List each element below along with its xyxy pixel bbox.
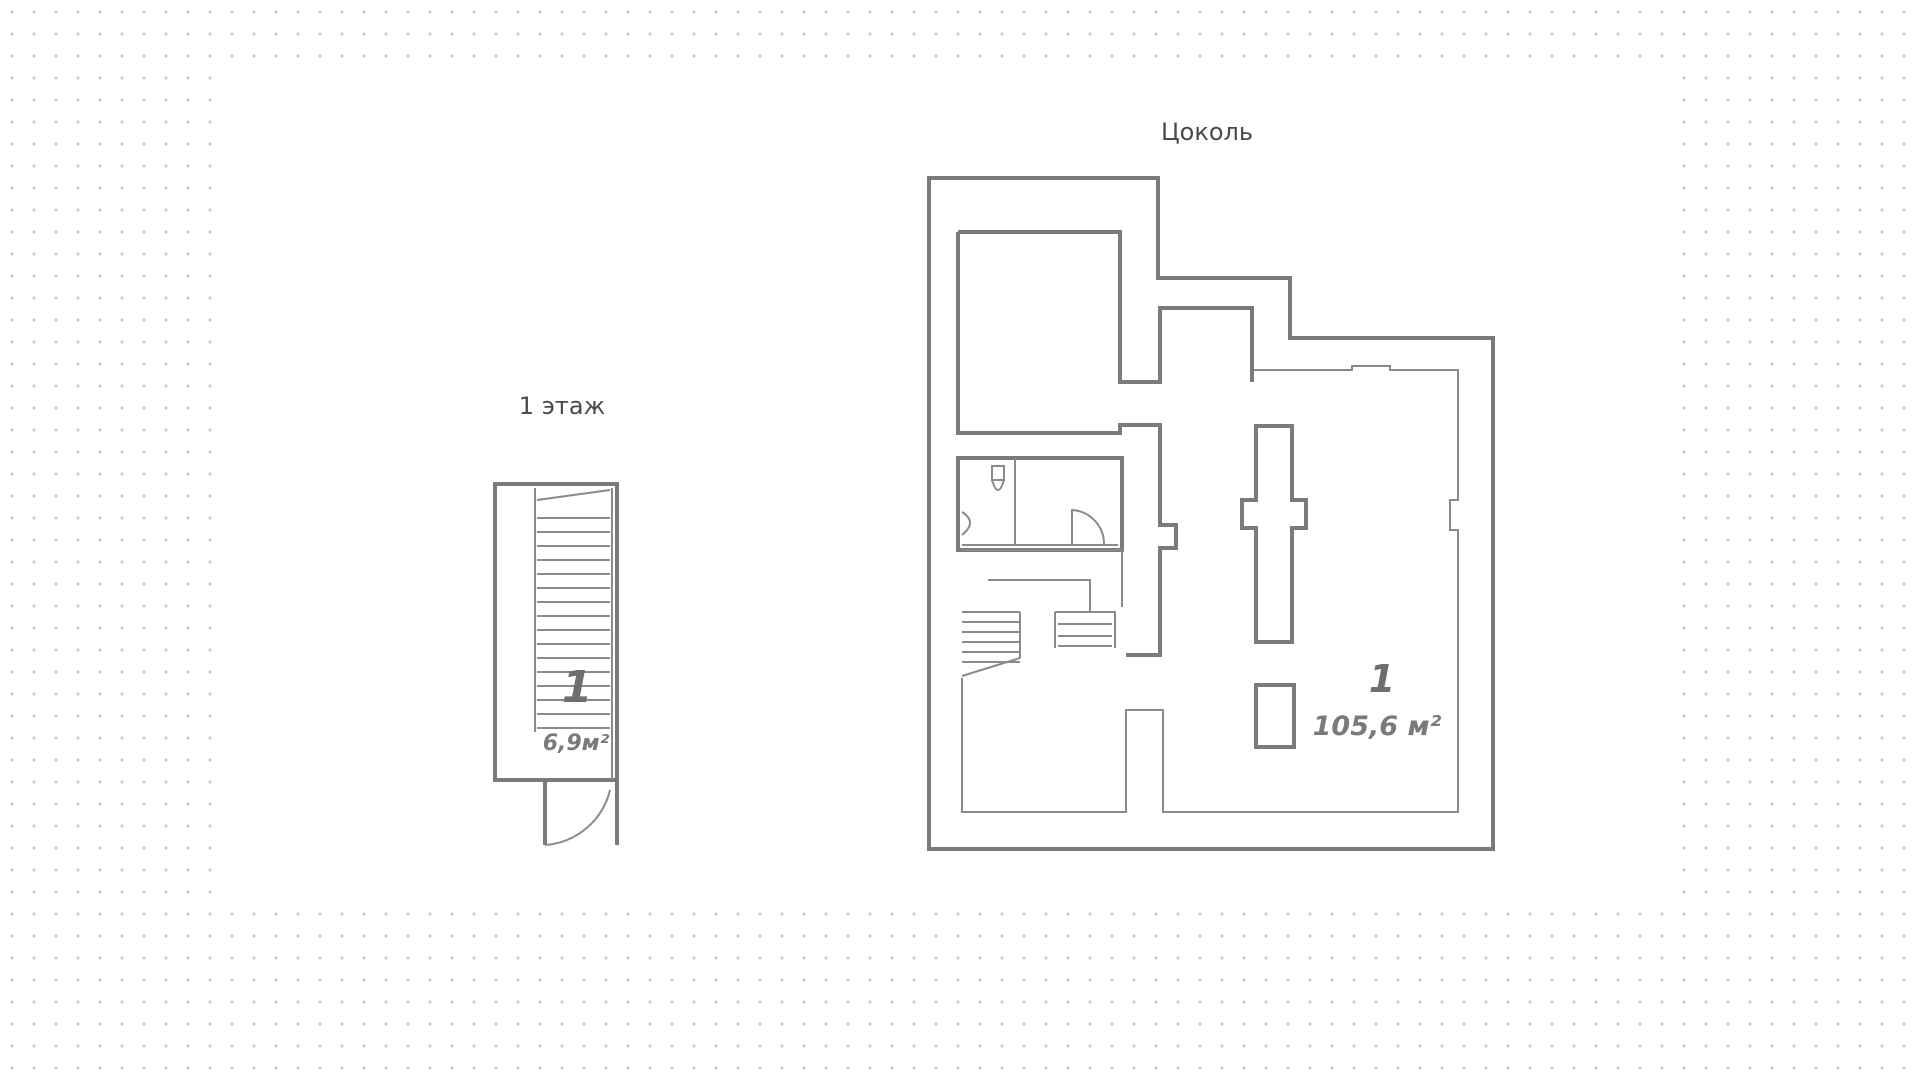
first-floor-room-area: 6,9м² xyxy=(543,731,610,756)
sink-icon xyxy=(961,511,971,536)
basement-room-number: 1 xyxy=(1369,657,1395,701)
basement-small-column xyxy=(1254,683,1296,749)
basement-plan: 1 105,6 м² xyxy=(927,176,1495,851)
first-floor-room-number: 1 xyxy=(562,662,593,713)
basement-outer-wall xyxy=(927,176,1495,851)
basement-upper-room xyxy=(958,230,1254,384)
basement-room-area: 105,6 м² xyxy=(1313,711,1442,742)
first-floor-door-arc xyxy=(544,789,611,846)
basement-inner-wall xyxy=(961,365,1459,813)
basement-bathroom-partition xyxy=(962,458,1118,546)
basement-stairs xyxy=(961,611,1112,677)
floor-title-first: 1 этаж xyxy=(518,392,606,420)
basement-central-column xyxy=(1240,424,1308,644)
toilet-icon xyxy=(991,465,1005,491)
first-floor-door-frame xyxy=(543,780,619,845)
first-floor-plan: 1 6,9м² xyxy=(493,482,619,846)
basement-upper-room-left xyxy=(956,232,1178,657)
basement-stairs-frame xyxy=(962,549,1123,648)
first-floor-stairs xyxy=(536,489,611,729)
bathroom-door-arc xyxy=(1071,508,1106,546)
plan-area xyxy=(230,68,1680,906)
basement-bathroom xyxy=(956,456,1124,552)
first-floor-inner-wall xyxy=(534,488,613,780)
floor-title-basement: Цоколь xyxy=(1161,118,1253,146)
